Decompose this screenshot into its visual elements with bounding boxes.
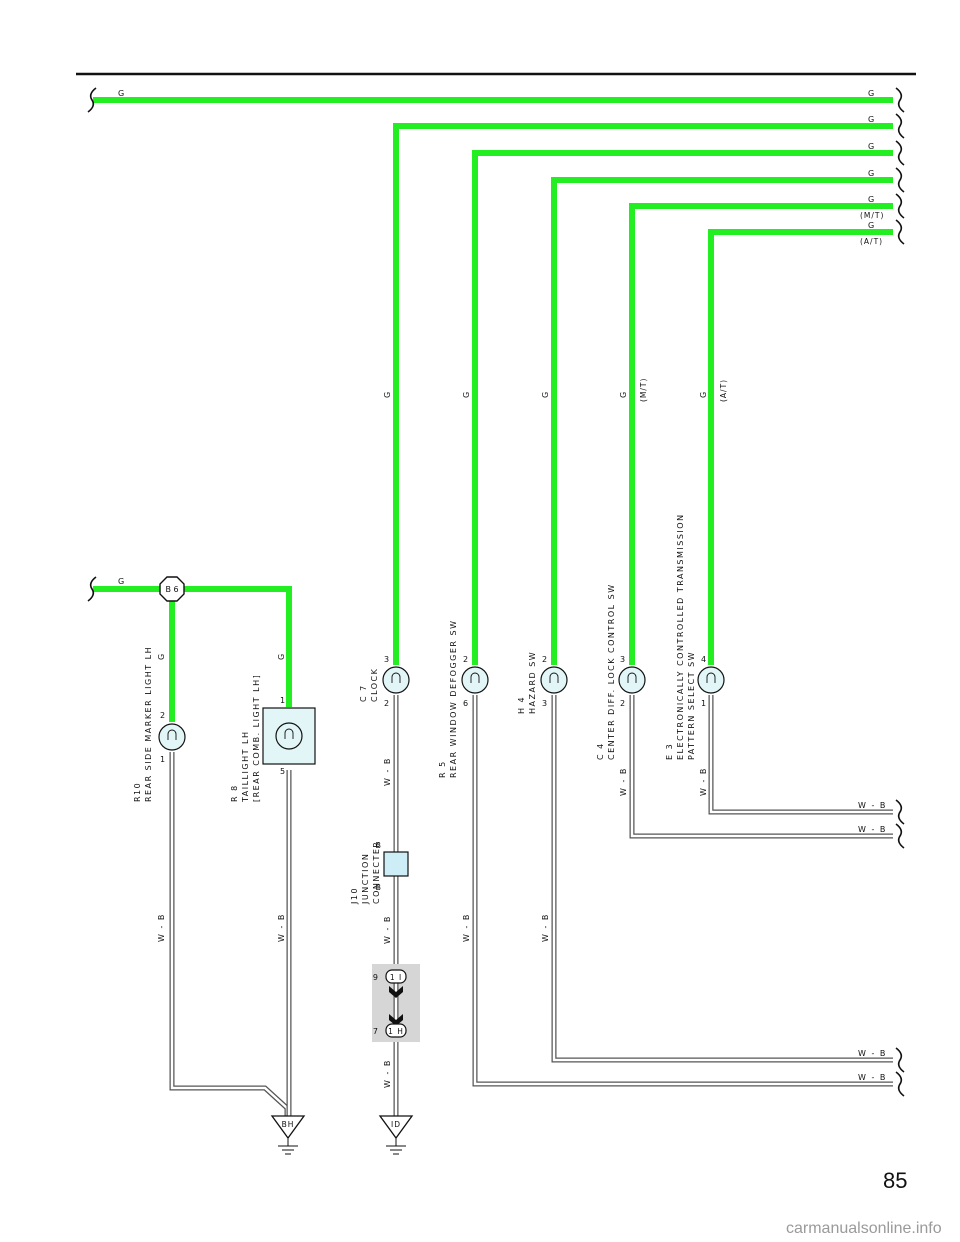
- j10-name2: CONNECTER: [372, 841, 381, 905]
- svg-text:B: B: [376, 883, 382, 892]
- svg-text:W - B: W - B: [383, 1059, 392, 1088]
- svg-text:B: B: [376, 841, 382, 850]
- c4-name: CENTER DIFF. LOCK CONTROL SW: [607, 583, 616, 760]
- svg-text:2: 2: [384, 699, 389, 708]
- wire-label-g: G: [868, 142, 876, 151]
- right-wire-labels: G G G G G G (M/T) G (A/T) G W - B W - B …: [118, 89, 887, 1082]
- svg-text:2: 2: [160, 711, 165, 720]
- svg-text:4: 4: [701, 655, 706, 664]
- svg-text:G: G: [619, 390, 628, 398]
- page-number: 85: [883, 1168, 907, 1193]
- component-c4: 3 2: [618, 655, 646, 708]
- h4-code: H 4: [517, 696, 526, 714]
- c4-code: C 4: [596, 742, 605, 760]
- svg-text:2: 2: [542, 655, 547, 664]
- wire-label-mt: (M/T): [860, 211, 884, 220]
- svg-text:1: 1: [701, 699, 706, 708]
- vertical-wire-labels: G G G G G G (M/T) G (A/T) W - B W - B W …: [157, 378, 728, 1088]
- h4-name: HAZARD SW: [528, 651, 537, 714]
- wire-label-g: G: [868, 89, 876, 98]
- svg-text:7: 7: [373, 1027, 378, 1036]
- svg-text:G: G: [383, 390, 392, 398]
- svg-text:G: G: [541, 390, 550, 398]
- svg-text:BH: BH: [282, 1120, 295, 1129]
- svg-text:(A/T): (A/T): [719, 379, 728, 402]
- svg-text:W - B: W - B: [619, 767, 628, 796]
- component-e3: 4 1: [697, 655, 725, 708]
- c7-code: C 7: [359, 684, 368, 702]
- svg-text:3: 3: [542, 699, 547, 708]
- wire-label-wb: W - B: [858, 801, 887, 810]
- svg-text:5: 5: [280, 767, 285, 776]
- wire-break-brackets: [87, 87, 905, 1097]
- svg-text:(M/T): (M/T): [639, 378, 648, 402]
- svg-text:G: G: [699, 390, 708, 398]
- inline-connector-1i-1h: 1 I 1 H 9 7: [372, 964, 420, 1042]
- svg-text:1 I: 1 I: [390, 973, 402, 982]
- ground-id: ID: [378, 1115, 414, 1155]
- svg-text:6: 6: [463, 699, 468, 708]
- junction-connector-j10: B B: [376, 841, 409, 892]
- wire-label-g: G: [868, 169, 876, 178]
- svg-text:W - B: W - B: [699, 767, 708, 796]
- component-r10: 2 1: [158, 711, 186, 764]
- green-wires: [93, 97, 893, 722]
- svg-text:W - B: W - B: [462, 913, 471, 942]
- svg-text:3: 3: [620, 655, 625, 664]
- svg-text:G: G: [462, 390, 471, 398]
- r10-name: REAR SIDE MARKER LIGHT LH: [144, 646, 153, 802]
- wire-label-g: G: [118, 89, 126, 98]
- wire-label-g: G: [868, 115, 876, 124]
- r5-name: REAR WINDOW DEFOGGER SW: [449, 619, 458, 778]
- j10-name: JUNCTION: [361, 853, 370, 905]
- svg-text:1 H: 1 H: [388, 1027, 404, 1036]
- wire-label-g: G: [868, 221, 876, 230]
- e3-name2: PATTERN SELECT SW: [687, 651, 696, 760]
- svg-text:W - B: W - B: [383, 915, 392, 944]
- c7-name: CLOCK: [370, 668, 379, 702]
- svg-text:1: 1: [280, 696, 285, 705]
- svg-text:W - B: W - B: [383, 757, 392, 786]
- component-c7: 3 2: [382, 655, 410, 708]
- svg-text:W - B: W - B: [157, 913, 166, 942]
- e3-name: ELECTRONICALLY CONTROLLED TRANSMISSION: [676, 513, 685, 760]
- e3-code: E 3: [665, 743, 674, 760]
- component-labels: R10 REAR SIDE MARKER LIGHT LH R 8 TAILLI…: [133, 513, 696, 905]
- connector-b6: B 6: [159, 576, 185, 602]
- svg-text:2: 2: [620, 699, 625, 708]
- svg-text:W - B: W - B: [277, 913, 286, 942]
- component-r8: 1 5: [262, 696, 316, 776]
- r10-code: R10: [133, 782, 142, 802]
- j10-code: J10: [350, 887, 359, 905]
- wire-label-wb: W - B: [858, 1049, 887, 1058]
- svg-text:2: 2: [463, 655, 468, 664]
- r8-code: R 8: [230, 784, 239, 802]
- svg-text:W - B: W - B: [541, 913, 550, 942]
- r8-name: TAILLIGHT LH: [241, 731, 250, 804]
- wire-label-g: G: [868, 195, 876, 204]
- svg-text:1: 1: [160, 755, 165, 764]
- wb-wires: [169, 695, 893, 1116]
- r8-name2: [REAR COMB. LIGHT LH]: [252, 674, 261, 802]
- r5-code: R 5: [438, 760, 447, 778]
- wire-label-wb: W - B: [858, 825, 887, 834]
- component-h4: 2 3: [540, 655, 568, 708]
- watermark: carmanualsonline.info: [786, 1220, 942, 1237]
- component-r5: 2 6: [461, 655, 489, 708]
- ground-bh: BH: [270, 1115, 306, 1155]
- svg-text:ID: ID: [391, 1120, 401, 1129]
- svg-text:9: 9: [373, 973, 378, 982]
- wire-label-wb: W - B: [858, 1073, 887, 1082]
- svg-text:G: G: [157, 652, 166, 660]
- wire-label-at: (A/T): [860, 237, 883, 246]
- wire-label-g: G: [118, 577, 126, 586]
- svg-text:B 6: B 6: [165, 585, 178, 594]
- svg-text:3: 3: [384, 655, 389, 664]
- svg-text:G: G: [277, 652, 286, 660]
